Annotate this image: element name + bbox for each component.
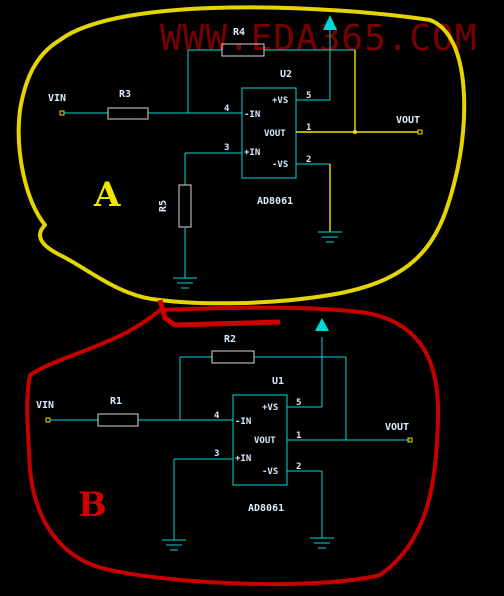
circuit-a-letter: A — [93, 175, 121, 215]
r5-label: R5 — [158, 200, 169, 212]
vin-label: VIN — [36, 400, 54, 411]
vin-label: VIN — [48, 93, 66, 104]
pin-neg-in: -IN — [244, 110, 260, 120]
r4-label: R4 — [233, 27, 245, 38]
circuit-b-outline — [25, 305, 441, 587]
vout-label: VOUT — [396, 115, 420, 126]
resistor-r5 — [178, 184, 192, 228]
u1-part: AD8061 — [248, 503, 284, 514]
circuit-a: A VIN R3 R4 U2 AD8061 -IN +IN VOUT +VS -… — [48, 15, 423, 289]
vin-terminal — [45, 417, 51, 423]
pinnum-4: 4 — [214, 411, 220, 421]
resistor-r3 — [107, 107, 149, 120]
circuit-b-letter: B — [78, 485, 107, 525]
pin-vplus: +VS — [262, 403, 278, 413]
pin-out: VOUT — [254, 436, 276, 446]
vcc-arrow — [323, 15, 337, 30]
pinnum-3: 3 — [214, 449, 219, 459]
ground-symbol — [162, 539, 186, 551]
u2-label: U2 — [280, 69, 292, 80]
outline-connector — [157, 299, 281, 328]
junction — [353, 130, 357, 134]
pin-pos-in: +IN — [244, 148, 260, 158]
pin-vplus: +VS — [272, 96, 288, 106]
ground-symbol — [173, 277, 197, 289]
vout-terminal — [407, 437, 413, 443]
circuit-a-outline — [16, 5, 467, 306]
pin-neg-in: -IN — [235, 417, 251, 427]
u1-label: U1 — [272, 376, 284, 387]
r2-label: R2 — [224, 334, 236, 345]
opamp-u2-body — [241, 87, 297, 179]
watermark: WWW.EDA365.COM — [160, 18, 477, 59]
r3-label: R3 — [119, 89, 131, 100]
resistor-r2 — [211, 350, 255, 364]
ground-symbol — [310, 537, 334, 549]
pinnum-1: 1 — [296, 431, 301, 441]
pinnum-3: 3 — [224, 143, 229, 153]
pinnum-2: 2 — [296, 462, 301, 472]
pinnum-5: 5 — [306, 91, 311, 101]
vout-terminal — [417, 129, 423, 135]
pin-pos-in: +IN — [235, 454, 251, 464]
pinnum-1: 1 — [306, 123, 311, 133]
vout-label: VOUT — [385, 422, 409, 433]
pin-vminus: -VS — [272, 160, 288, 170]
pinnum-4: 4 — [224, 104, 230, 114]
resistor-r1 — [97, 413, 139, 427]
circuit-b: B VIN R1 R2 U1 AD8061 -IN +IN VOUT +VS -… — [36, 318, 413, 551]
pin-out: VOUT — [264, 129, 286, 139]
pin-vminus: -VS — [262, 467, 278, 477]
vin-terminal — [59, 110, 65, 116]
pinnum-2: 2 — [306, 155, 311, 165]
pinnum-5: 5 — [296, 398, 301, 408]
vcc-arrow — [315, 318, 329, 331]
r1-label: R1 — [110, 396, 122, 407]
ground-symbol — [318, 231, 342, 243]
u2-part: AD8061 — [257, 196, 293, 207]
